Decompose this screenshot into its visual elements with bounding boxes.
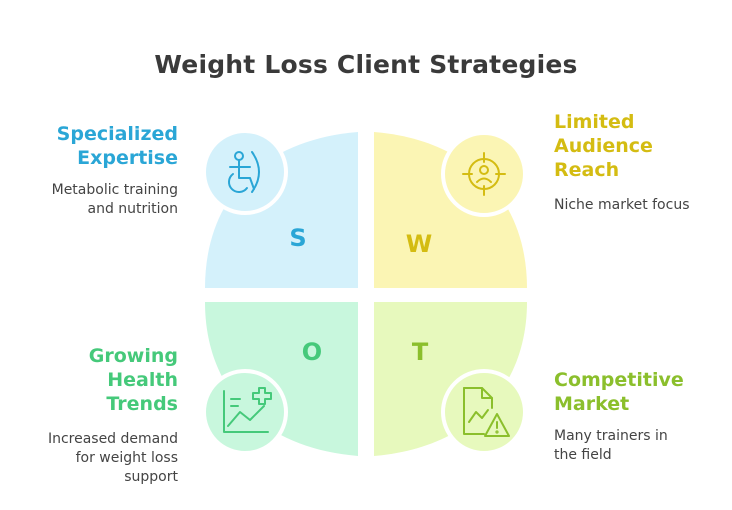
s-heading: Specialized Expertise: [57, 122, 178, 170]
s-icon-circle: [202, 129, 288, 215]
s-description-line-1: Metabolic training: [51, 182, 178, 198]
accessibility-icon: [228, 151, 260, 193]
target-user-icon: [462, 152, 506, 196]
o-icon-circle: [202, 369, 288, 455]
o-heading: Growing Health Trends: [89, 344, 178, 416]
s-description: Metabolic training and nutrition: [52, 181, 178, 219]
s-letter: S: [289, 224, 306, 252]
t-quadrant: [374, 302, 527, 456]
t-heading: Competitive Market: [554, 368, 684, 416]
t-heading-line-2: Market: [554, 393, 630, 415]
s-heading-line-1: Specialized: [56, 123, 178, 145]
w-heading-line-3: Reach: [554, 159, 620, 181]
t-heading-line-1: Competitive: [554, 369, 684, 391]
o-heading-line-2: Health: [107, 369, 178, 391]
w-letter: W: [406, 230, 432, 258]
o-letter: O: [302, 338, 322, 366]
page-title: Weight Loss Client Strategies: [154, 50, 578, 79]
health-chart-icon: [223, 387, 272, 433]
w-heading-line-1: Limited: [554, 111, 635, 133]
t-description-line-2: the field: [554, 447, 612, 463]
s-description-line-2: and nutrition: [87, 201, 179, 217]
t-icon-circle: [441, 369, 527, 455]
document-warning-icon: [463, 387, 510, 437]
o-heading-line-1: Growing: [88, 345, 178, 367]
w-description-line-1: Niche market focus: [554, 197, 690, 213]
o-description-line-2: for weight loss: [75, 450, 178, 466]
o-description-line-3: support: [124, 469, 178, 485]
t-description-line-1: Many trainers in: [554, 428, 668, 444]
o-description-line-1: Increased demand: [47, 431, 178, 447]
t-description: Many trainers in the field: [554, 427, 668, 465]
w-heading-line-2: Audience: [554, 135, 653, 157]
o-quadrant: [205, 302, 358, 456]
w-quadrant: [374, 132, 527, 288]
s-quadrant: [205, 132, 358, 288]
o-heading-line-3: Trends: [106, 393, 178, 415]
o-description: Increased demand for weight loss support: [48, 430, 178, 487]
w-heading: Limited Audience Reach: [554, 110, 653, 182]
w-description: Niche market focus: [554, 196, 690, 215]
s-heading-line-2: Expertise: [77, 147, 178, 169]
t-letter: T: [412, 338, 429, 366]
